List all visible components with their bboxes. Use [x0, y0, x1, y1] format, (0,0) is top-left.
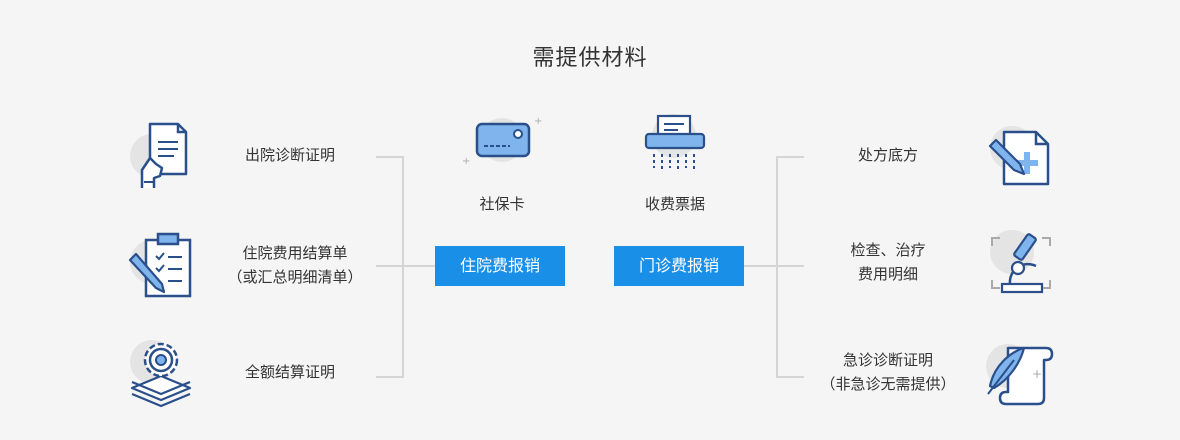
center-item-social-security-card: 社保卡	[479, 195, 525, 213]
left-connector-line	[376, 265, 436, 267]
svg-text:+: +	[462, 156, 470, 167]
page-title: 需提供材料	[532, 46, 648, 71]
clipboard-pen-icon	[128, 232, 192, 298]
gear-stack-icon	[130, 340, 192, 408]
material-full-settlement-proof: 全额结算证明	[244, 363, 335, 381]
svg-text:+: +	[534, 116, 542, 127]
outpatient-reimbursement-button[interactable]: 门诊费报销	[614, 246, 744, 286]
material-emergency-diagnosis: 急诊诊断证明 （非急诊无需提供）	[820, 351, 956, 393]
right-connector-bracket	[776, 156, 804, 378]
material-inpatient-settlement: 住院费用结算单 （或汇总明细清单）	[227, 244, 363, 286]
social-security-card-icon: + +	[462, 116, 542, 167]
material-discharge-certificate: 出院诊断证明	[244, 146, 335, 164]
left-connector-bracket	[376, 156, 404, 378]
receipt-printer-icon	[644, 114, 706, 172]
prescription-pen-icon	[988, 126, 1050, 186]
svg-text:+: +	[1032, 367, 1042, 381]
scroll-quill-icon: +	[986, 344, 1054, 406]
microscope-icon	[990, 230, 1051, 294]
material-prescription: 处方底方	[857, 146, 918, 164]
center-item-receipt: 收费票据	[644, 195, 705, 213]
inpatient-reimbursement-button[interactable]: 住院费报销	[435, 246, 565, 286]
document-hand-icon	[130, 122, 188, 188]
material-exam-treatment-details: 检查、治疗 费用明细	[850, 241, 926, 283]
right-connector-line	[744, 265, 804, 267]
